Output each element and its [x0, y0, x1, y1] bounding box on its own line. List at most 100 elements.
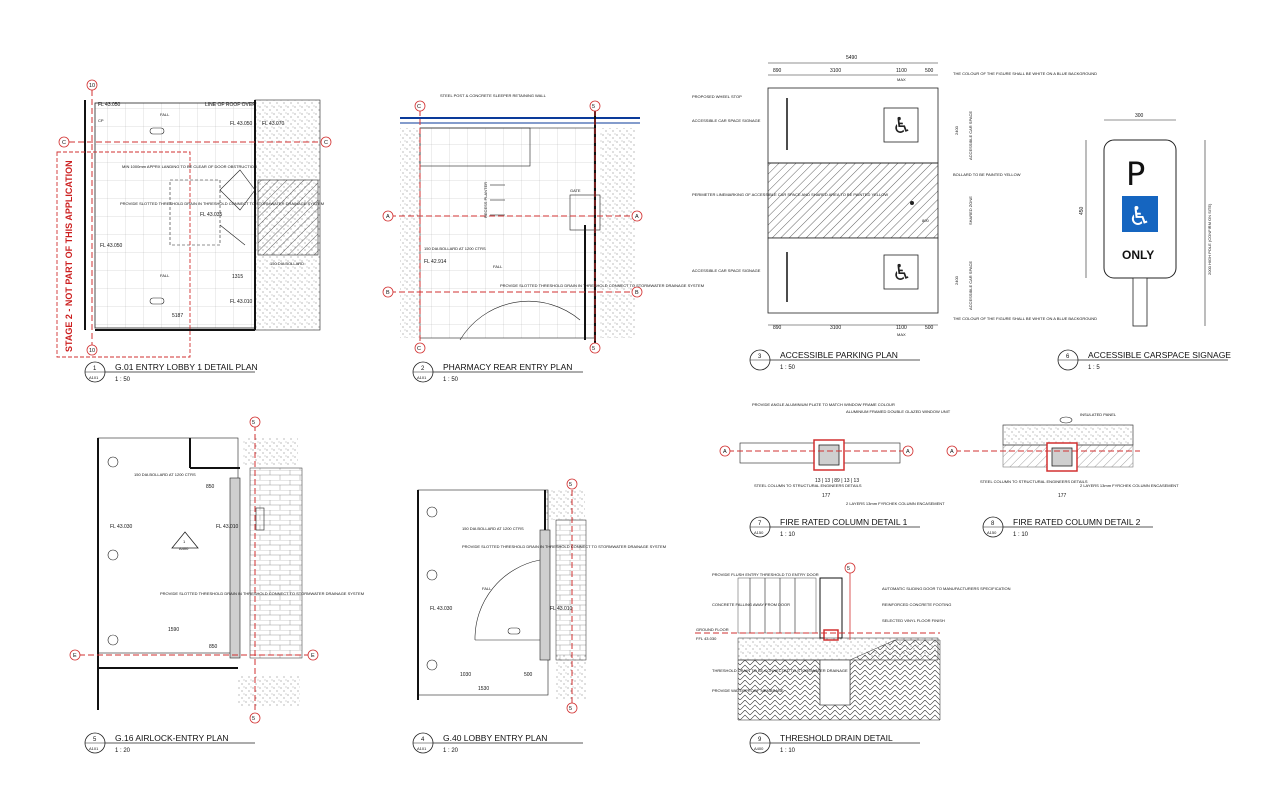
bollard-icon — [910, 201, 914, 205]
only-text: ONLY — [1122, 248, 1154, 262]
detail-7-fire-column-1: A A 13 | 13 | 89 | 13 | 13 177 PROVIDE A… — [719, 402, 951, 506]
note: 150 DIA BOLLARD AT 1200 CTRS — [424, 246, 486, 251]
detail-9-threshold-drain: 5 GROUND FLOOR FFL 43.030 PROVIDE FLUSH … — [695, 562, 1011, 721]
fall-label: FALL — [160, 112, 170, 117]
dimension: 5187 — [172, 313, 183, 319]
gate-label: GATE — [570, 188, 581, 193]
detail-scale: 1 : 50 — [780, 365, 796, 371]
note: 150 DIA BOLLARD — [270, 261, 304, 266]
detail-sheet-ref: A101 — [89, 746, 99, 751]
dimension: 3100 — [830, 325, 841, 331]
detail-number: 8 — [991, 521, 995, 527]
recess-label: RECESS PLANTER — [483, 182, 488, 218]
detail-title: FIRE RATED COLUMN DETAIL 1 — [780, 517, 908, 527]
svg-text:♿: ♿ — [892, 261, 912, 286]
dimension-total: 5490 — [846, 55, 857, 61]
detail-title: G.16 AIRLOCK-ENTRY PLAN — [115, 733, 229, 743]
note: STEEL COLUMN TO STRUCTURAL ENGINEERS DET… — [980, 479, 1088, 484]
detail-sheet-ref: A101 — [417, 375, 427, 380]
detail-title: PHARMACY REAR ENTRY PLAN — [443, 362, 572, 372]
note: PROVIDE WATERPROOF MEMBRANE — [712, 688, 784, 693]
ground-label: GROUND FLOOR — [696, 627, 729, 632]
parking-letter: P — [1126, 155, 1145, 193]
note: ACCESSIBLE CAR SPACE SIGNAGE — [692, 118, 761, 123]
svg-text:♿: ♿ — [1128, 202, 1151, 232]
note: PROVIDE SLOTTED THRESHOLD DRAIN IN THRES… — [462, 544, 666, 549]
note: 150 DIA BOLLARD AT 1200 CTRS — [462, 526, 524, 531]
detail-scale: 1 : 20 — [115, 748, 131, 754]
detail-5-airlock-entry: 1 A400 5 5 E E FL 43.030 FL 43.010 850 1… — [69, 416, 364, 724]
note: THE COLOUR OF THE FIGURE SHALL BE WHITE … — [953, 316, 1097, 321]
dimension: 500 — [925, 68, 934, 74]
grid-bubble-a: A — [386, 214, 390, 220]
detail-scale: 1 : 10 — [780, 532, 796, 538]
note: CONCRETE FALLING AWAY FROM DOOR — [712, 602, 790, 607]
sub-dimensions: 13 | 13 | 89 | 13 | 13 — [815, 478, 859, 484]
fl-label: FL 43.050 — [100, 243, 123, 249]
detail-3-accessible-parking: ♿ ♿ 5490 890 3100 1100 MAX 500 890 3100 … — [692, 55, 1097, 337]
dimension: 890 — [773, 68, 782, 74]
grid-bubble-c: C — [417, 346, 421, 352]
fl-label: FL 43.030 — [430, 606, 453, 612]
grid-bubble-e: E — [311, 653, 315, 659]
callout-num: 1 — [183, 539, 186, 544]
note: BOLLARD TO BE PAINTED YELLOW — [953, 172, 1021, 177]
detail-title: G.40 LOBBY ENTRY PLAN — [443, 733, 547, 743]
detail-number: 6 — [1066, 354, 1070, 360]
note: PROVIDE SLOTTED THRESHOLD DRAIN IN THRES… — [120, 201, 324, 206]
detail-sheet-ref: A400 — [754, 746, 764, 751]
dimension-max: MAX — [897, 332, 906, 337]
grid-bubble-e: E — [73, 653, 77, 659]
dimension: 3100 — [830, 68, 841, 74]
svg-text:♿: ♿ — [892, 114, 912, 139]
note: MIN 1000mm APPRX LANDING TO BE CLEAR OF … — [122, 164, 257, 169]
stage-2-note: STAGE 2 - NOT PART OF THIS APPLICATION — [64, 160, 74, 352]
fl-label: FL 43.010 — [230, 299, 253, 305]
dimension: 800 — [922, 218, 929, 223]
fl-label: FFL 43.030 — [696, 636, 717, 641]
grid-bubble-5: 5 — [569, 482, 572, 488]
note: PROVIDE FLUSH ENTRY THRESHOLD TO ENTRY D… — [712, 572, 819, 577]
grid-bubble-10: 10 — [89, 83, 95, 89]
dimension: 2400 — [954, 125, 959, 135]
note: THRESHOLD DRAIN TO BE CONNECTED TO STORM… — [712, 668, 848, 673]
dimension: 850 — [209, 644, 218, 650]
dimension: 890 — [773, 325, 782, 331]
fl-label: FL 43.050 — [230, 121, 253, 127]
dimension: 2000 HIGH POLE (CONFIRM ON SITE) — [1207, 203, 1212, 275]
note: PERIMETER LINEMARKING OF ACCESSIBLE CAR … — [692, 192, 888, 197]
detail-scale: 1 : 20 — [443, 748, 459, 754]
grid-bubble-c: C — [324, 140, 328, 146]
detail-scale: 1 : 10 — [780, 748, 796, 754]
grid-bubble-b: B — [386, 290, 390, 296]
label: ACCESSIBLE CAR SPACE — [968, 261, 973, 310]
roof-over-label: LINE OF ROOF OVER — [205, 102, 256, 108]
note: 150 DIA BOLLARD AT 1200 CTRS — [134, 472, 196, 477]
detail-1-entry-lobby-plan: STAGE 2 - NOT PART OF THIS APPLICATION 1… — [56, 79, 332, 358]
detail-title: FIRE RATED COLUMN DETAIL 2 — [1013, 517, 1141, 527]
dimension: 177 — [1058, 493, 1067, 499]
fl-label: FL 43.030 — [110, 524, 133, 530]
fall-label: FALL — [493, 264, 503, 269]
wheelchair-sign-icon — [1122, 196, 1158, 232]
detail-6-carspace-sign: P ♿ ONLY 300 450 2000 HIGH POLE (CONFIRM… — [1079, 113, 1212, 327]
grid-bubble-a: A — [950, 449, 954, 455]
grid-bubble-5: 5 — [252, 420, 255, 426]
note: 2 LAYERS 13mm FYRCHEK COLUMN ENCASEMENT — [1080, 483, 1179, 488]
detail-sheet-ref: A150 — [987, 530, 997, 535]
label: ACCESSIBLE CAR SPACE — [968, 111, 973, 160]
note: PROVIDE SLOTTED THRESHOLD DRAIN IN THRES… — [500, 283, 704, 288]
dimension: 1100 — [896, 325, 907, 331]
detail-title: G.01 ENTRY LOBBY 1 DETAIL PLAN — [115, 362, 258, 372]
bollard-icon — [149, 127, 165, 135]
bollard-icon — [149, 297, 165, 305]
grid-bubble-a: A — [635, 214, 639, 220]
detail-scale: 1 : 10 — [1013, 532, 1029, 538]
